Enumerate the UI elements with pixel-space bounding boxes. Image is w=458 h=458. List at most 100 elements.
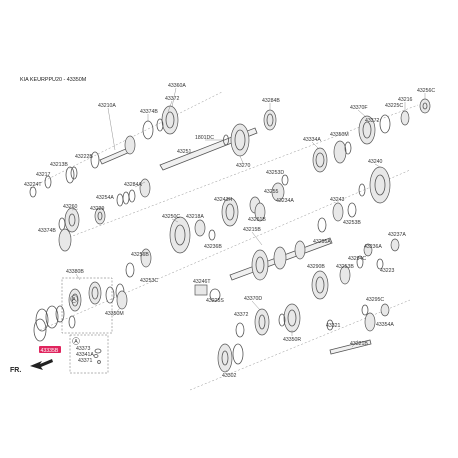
part-shape <box>107 107 116 151</box>
hub-43350R <box>283 303 301 333</box>
gear-43284A <box>139 178 151 198</box>
part-shape <box>68 288 82 312</box>
bearing-43374B <box>142 120 154 140</box>
part-number-label: 43217 <box>36 172 51 178</box>
part-number-label: 43234A <box>276 198 294 204</box>
part-number-label: 43270 <box>236 163 251 169</box>
part-shape <box>75 273 81 281</box>
part-number-label: 43237A <box>388 232 406 238</box>
bearing-43229 <box>94 207 106 225</box>
part-shape <box>311 141 319 149</box>
part-number-label: 43371 <box>78 358 93 364</box>
part-shape <box>61 104 419 241</box>
part-number-label: 43210A <box>98 103 116 109</box>
part-number-label: 43222B <box>75 154 93 160</box>
part-number-label: 43225S <box>206 298 224 304</box>
part-number-label: 43341A <box>76 352 94 358</box>
gear-43302 <box>217 343 233 373</box>
part-shape <box>374 174 386 196</box>
part-number-label: 43253B <box>343 220 361 226</box>
part-shape <box>171 218 179 223</box>
part-shape <box>124 135 136 155</box>
part-number-label: 43253D <box>266 170 284 176</box>
part-shape <box>333 140 347 164</box>
part-shape <box>239 155 244 164</box>
hub-43360A <box>161 105 179 135</box>
part-number-label: 43284B <box>262 98 280 104</box>
part-shape <box>315 276 325 294</box>
gear-43243H <box>221 197 239 227</box>
part-shape <box>97 360 101 364</box>
ring-43222B <box>90 151 100 169</box>
part-number-label: 43255 <box>264 189 279 195</box>
part-number-label: 43253C <box>140 278 158 284</box>
highlighted-part[interactable]: 43335B <box>33 318 61 354</box>
part-shape <box>71 208 79 211</box>
gear-43256B <box>140 248 152 268</box>
part-shape <box>39 169 411 331</box>
ring-43350M-lower <box>116 290 128 310</box>
part-number-label: 43334A <box>303 137 321 143</box>
gear-43290B <box>311 270 329 300</box>
part-number-label: 43256C <box>417 88 435 94</box>
part-number-label: 43370F <box>350 105 368 111</box>
part-shape <box>294 240 306 260</box>
part-shape <box>273 246 287 270</box>
part-number-label: 43321 <box>326 323 341 329</box>
ring-43294C <box>356 255 364 269</box>
part-number-label: 43350M <box>105 311 124 317</box>
reverse-shaft <box>329 339 372 355</box>
part-shape <box>278 313 286 327</box>
part-number-label: 43218A <box>186 214 204 220</box>
part-shape <box>186 150 196 155</box>
ring-43225S <box>209 288 221 302</box>
part-shape <box>33 318 47 342</box>
synchro-43284B <box>263 109 277 131</box>
part-shape <box>58 217 66 231</box>
highlight-badge <box>39 346 61 353</box>
part-number-label: 43374B <box>140 109 158 115</box>
part-shape <box>167 100 173 113</box>
middle-shaft-group <box>58 174 357 254</box>
part-shape <box>134 181 146 188</box>
part-number-label: 43372 <box>165 96 180 102</box>
gear-43321 <box>364 312 376 332</box>
gear-43250C <box>169 216 191 254</box>
ring-43253B2 <box>339 265 351 285</box>
gear-43243 <box>332 202 344 222</box>
part-shape <box>71 293 79 307</box>
part-number-label: 43251 <box>177 149 192 155</box>
ring-43253D <box>281 174 289 186</box>
ring-43217 <box>44 175 52 189</box>
gear-43234A <box>271 182 285 202</box>
part-number-label: 43370D <box>244 296 262 302</box>
part-number-label: 43236A <box>364 244 382 250</box>
part-number-label: 43243 <box>330 197 345 203</box>
part-number-label: 43350R <box>283 337 301 343</box>
part-shape <box>234 129 246 151</box>
part-shape <box>232 343 244 365</box>
gear-43370D <box>254 308 270 336</box>
part-number-label: 43373 <box>76 346 91 352</box>
part-number-label: 43223 <box>380 268 395 274</box>
part-number-label: 43360A <box>168 83 186 89</box>
part-shape <box>122 191 130 205</box>
part-shape <box>55 305 65 323</box>
gear-43370F <box>358 115 376 145</box>
part-shape <box>422 102 428 110</box>
part-number-label: 43374B <box>38 228 56 234</box>
part-shape <box>128 189 136 203</box>
part-number-label: 43295A <box>313 239 331 245</box>
part-shape <box>326 319 334 331</box>
part-shape <box>174 224 186 246</box>
ring-43216 <box>400 110 410 126</box>
part-number-label: 43229 <box>90 206 105 212</box>
output-shaft-group <box>125 237 400 300</box>
diagram-title: KIA KEURPPU20 - 43350M <box>20 77 87 83</box>
lower-left-stack <box>35 277 128 334</box>
part-shape <box>139 251 147 258</box>
part-shape <box>287 309 297 327</box>
part-shape <box>225 203 235 221</box>
part-shape <box>258 314 266 330</box>
part-number-label: 43302 <box>222 373 237 379</box>
